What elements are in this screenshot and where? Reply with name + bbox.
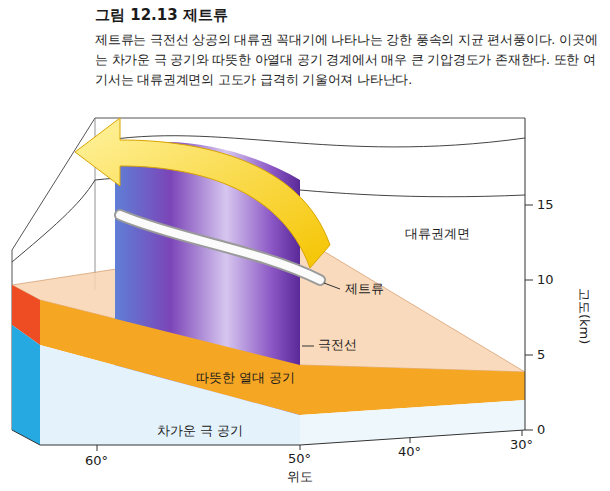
leader-line (324, 283, 340, 289)
feature-label: 극전선 (318, 337, 357, 353)
figure-caption: 제트류는 극전선 상공의 대류권 꼭대기에 나타나는 강한 풍속의 지균 편서풍… (95, 30, 602, 90)
surface-label: 대류권계면 (405, 226, 470, 242)
axis-value: 15 (537, 197, 554, 213)
leader-line (302, 346, 314, 347)
box-edge (12, 430, 525, 445)
axis-value: 60° (85, 453, 108, 469)
axis-tick (300, 445, 301, 450)
figure-title: 그림 12.13 제트류 (95, 6, 228, 25)
axis-value: 0 (537, 422, 545, 438)
axis-tick (410, 438, 411, 443)
feature-label: 제트류 (345, 281, 384, 297)
air-mass-label: 차가운 극 공기 (157, 423, 243, 439)
axis-tick (525, 280, 533, 281)
axis-tick (525, 430, 533, 431)
wind-arrow (75, 118, 330, 268)
axis-title: 고도(km) (576, 288, 592, 344)
axis-value: 5 (537, 347, 545, 363)
ground-face (300, 400, 525, 445)
axis-tick (525, 205, 533, 206)
axis-value: 10 (537, 272, 554, 288)
axis-title: 위도 (287, 469, 313, 485)
altitude-axis (525, 118, 526, 430)
cold-air-face (40, 345, 300, 445)
axis-tick (522, 430, 523, 436)
axis-tick (525, 355, 533, 356)
axis-value: 40° (398, 444, 421, 460)
axis-tick (97, 445, 98, 451)
axis-value: 50° (288, 451, 311, 467)
air-mass-label: 따뜻한 열대 공기 (196, 370, 295, 386)
cold-air-side (12, 325, 40, 445)
tropopause-line (12, 180, 95, 262)
axis-value: 30° (510, 437, 533, 453)
